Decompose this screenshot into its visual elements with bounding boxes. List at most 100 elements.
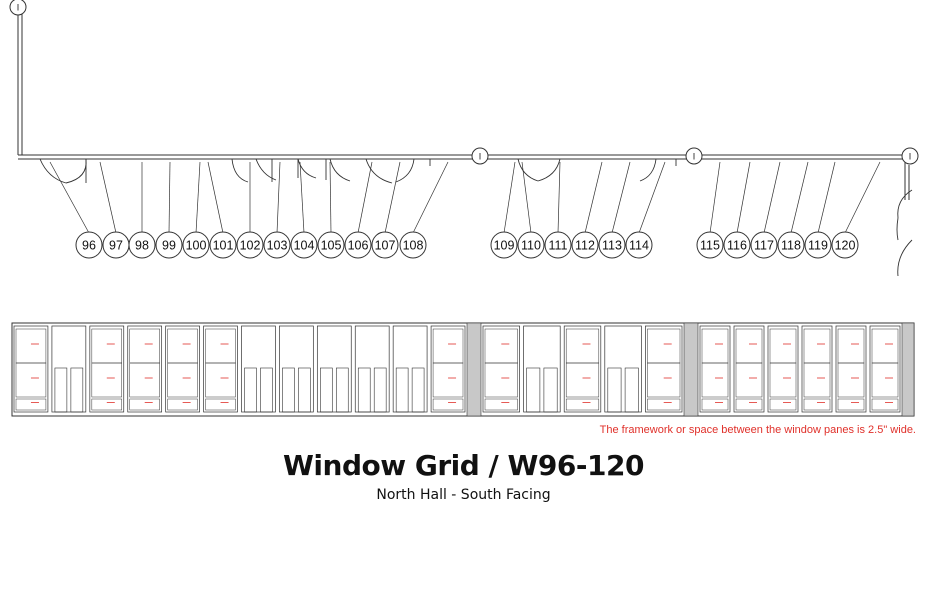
window-pane	[701, 398, 729, 411]
window-tag: 109	[490, 231, 518, 259]
page-title: Window Grid / W96-120	[283, 449, 644, 482]
leader-line	[557, 161, 561, 234]
gridline-bubble: I	[471, 147, 489, 165]
door-panel	[526, 367, 541, 413]
window-number: 98	[135, 239, 149, 253]
door-swing	[255, 158, 277, 181]
door-swing	[39, 158, 67, 184]
framework-note: The framework or space between the windo…	[599, 424, 916, 436]
window-pane	[769, 362, 797, 398]
window-tag: 114	[625, 231, 653, 259]
window-number: 97	[109, 239, 123, 253]
window-bay	[354, 325, 390, 413]
window-bay	[482, 325, 520, 413]
structural-column	[901, 322, 915, 417]
window-tag: 116	[723, 231, 751, 259]
window-pane	[129, 398, 160, 411]
window-number: 116	[727, 239, 747, 253]
window-number: 112	[575, 239, 595, 253]
door-panel	[357, 367, 371, 413]
door-panel	[607, 367, 622, 413]
door-panel	[543, 367, 558, 413]
window-pane	[205, 362, 236, 398]
window-tag: 98	[128, 231, 156, 259]
leader-line	[736, 161, 751, 234]
window-tag: 104	[290, 231, 318, 259]
window-tag: 110	[517, 231, 545, 259]
gridline-bubble: I	[901, 147, 919, 165]
window-number: 118	[781, 239, 801, 253]
leader-line	[638, 161, 666, 234]
gridline-bubble: I	[685, 147, 703, 165]
gridline-bubbles: I I I I	[9, 0, 919, 165]
window-bay	[203, 325, 238, 413]
window-tag: 108	[399, 231, 427, 259]
page-subtitle: North Hall - South Facing	[376, 487, 551, 503]
window-bay	[733, 325, 765, 413]
door-panel	[373, 367, 387, 413]
leader-line	[299, 161, 305, 234]
window-bay	[801, 325, 833, 413]
window-pane	[565, 398, 600, 411]
leader-line	[276, 161, 281, 234]
gridline-label: I	[479, 152, 482, 162]
leader-line	[168, 161, 171, 234]
window-number: 113	[602, 239, 622, 253]
window-pane	[91, 362, 123, 398]
leader-line	[709, 161, 721, 234]
window-bay	[392, 325, 428, 413]
door-swings	[39, 158, 913, 277]
window-pane	[167, 398, 198, 411]
window-pane	[871, 398, 899, 411]
door-panel	[320, 367, 333, 413]
leader-line	[329, 161, 332, 234]
door-panel	[298, 367, 311, 413]
window-number: 117	[754, 239, 774, 253]
leader-line	[521, 161, 532, 234]
window-tag: 111	[544, 231, 572, 259]
window-number: 99	[162, 239, 176, 253]
window-bay	[835, 325, 867, 413]
window-pane	[871, 362, 899, 398]
window-number: 119	[808, 239, 828, 253]
window-bay	[563, 325, 602, 413]
door-panel	[395, 367, 409, 413]
leader-line	[844, 161, 881, 234]
window-tag: 112	[571, 231, 599, 259]
door-panel	[411, 367, 425, 413]
window-number: 114	[629, 239, 649, 253]
window-tag: 115	[696, 231, 724, 259]
window-number: 107	[375, 239, 396, 253]
window-number: 100	[186, 239, 207, 253]
window-bay	[241, 325, 276, 413]
structural-column	[466, 322, 482, 417]
window-pane	[565, 362, 600, 398]
leader-line	[412, 161, 449, 234]
window-bay	[523, 325, 561, 413]
door-swing	[329, 158, 351, 182]
leader-line	[584, 161, 603, 234]
door-panel	[260, 367, 273, 413]
window-tag: 99	[155, 231, 183, 259]
window-pane	[803, 362, 831, 398]
window-number: 108	[403, 239, 424, 253]
window-tag: 113	[598, 231, 626, 259]
leader-line	[763, 161, 781, 234]
gridline-bubble: I	[9, 0, 27, 16]
window-tag: 105	[317, 231, 345, 259]
leader-line	[384, 161, 401, 234]
window-pane	[167, 362, 198, 398]
window-pane	[15, 398, 47, 411]
door-swing	[897, 189, 913, 219]
door-panel	[244, 367, 257, 413]
gridline-label: I	[909, 152, 912, 162]
window-pane	[15, 362, 47, 398]
leader-line	[207, 161, 224, 234]
window-pane	[837, 362, 865, 398]
leader-lines	[49, 161, 881, 234]
door-swing	[231, 158, 249, 183]
leader-line	[503, 161, 516, 234]
door-panel	[282, 367, 295, 413]
